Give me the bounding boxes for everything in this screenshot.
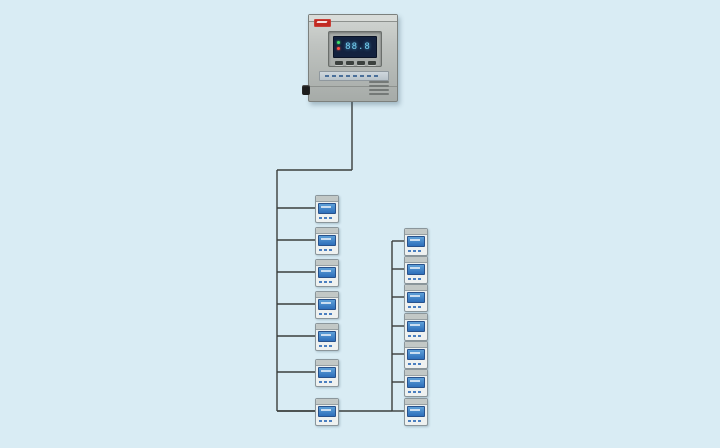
- device-screen: [407, 264, 425, 275]
- device-cap: [316, 399, 338, 405]
- device-cap: [316, 228, 338, 234]
- sensor-device: [404, 256, 428, 284]
- device-screen: [318, 367, 336, 378]
- display-bezel: 88.8: [328, 31, 382, 67]
- sensor-device: [315, 323, 339, 351]
- enclosure-seam: [309, 86, 397, 87]
- sensor-device: [315, 398, 339, 426]
- device-label: [319, 420, 334, 422]
- sensor-device: [315, 227, 339, 255]
- model-label-strip: [319, 71, 389, 81]
- device-screen: [407, 236, 425, 247]
- device-label: [319, 313, 334, 315]
- device-label: [319, 217, 334, 219]
- device-cap: [405, 314, 427, 320]
- sensor-device: [404, 284, 428, 312]
- device-cap: [405, 285, 427, 291]
- device-cap: [405, 257, 427, 263]
- panel-button: [346, 61, 354, 65]
- device-screen: [318, 203, 336, 214]
- device-label: [408, 391, 423, 393]
- device-screen: [318, 406, 336, 417]
- device-cap: [405, 229, 427, 235]
- device-label: [408, 278, 423, 280]
- vent-slots: [369, 81, 389, 95]
- device-screen: [407, 406, 425, 417]
- device-screen: [318, 331, 336, 342]
- sensor-device: [404, 341, 428, 369]
- brand-logo: [314, 19, 331, 27]
- device-label: [408, 420, 423, 422]
- device-screen: [318, 267, 336, 278]
- device-label: [319, 249, 334, 251]
- controller-top-strip: [309, 15, 397, 22]
- device-cap: [316, 360, 338, 366]
- sensor-device: [404, 228, 428, 256]
- power-led: [337, 41, 340, 44]
- device-screen: [407, 321, 425, 332]
- sensor-device: [404, 369, 428, 397]
- alarm-led: [337, 47, 340, 50]
- sensor-device: [315, 291, 339, 319]
- sensor-device: [315, 259, 339, 287]
- controller-unit: 88.8: [302, 14, 398, 102]
- device-label: [408, 306, 423, 308]
- device-screen: [407, 377, 425, 388]
- device-label: [319, 381, 334, 383]
- device-label: [408, 250, 423, 252]
- device-cap: [316, 292, 338, 298]
- lcd-screen: 88.8: [333, 36, 377, 58]
- device-cap: [316, 324, 338, 330]
- device-cap: [316, 196, 338, 202]
- device-label: [408, 335, 423, 337]
- panel-button: [357, 61, 365, 65]
- sensor-device: [315, 359, 339, 387]
- device-cap: [405, 342, 427, 348]
- device-label: [319, 281, 334, 283]
- sensor-device: [404, 313, 428, 341]
- device-screen: [318, 299, 336, 310]
- device-screen: [407, 292, 425, 303]
- device-label: [319, 345, 334, 347]
- device-label: [408, 363, 423, 365]
- sensor-device: [404, 398, 428, 426]
- device-screen: [407, 349, 425, 360]
- lcd-digits: 88.8: [345, 42, 371, 52]
- device-cap: [405, 399, 427, 405]
- device-screen: [318, 235, 336, 246]
- valve-knob: [302, 85, 310, 95]
- panel-button: [335, 61, 343, 65]
- panel-button: [368, 61, 376, 65]
- device-cap: [316, 260, 338, 266]
- device-cap: [405, 370, 427, 376]
- panel-button-row: [335, 61, 376, 65]
- sensor-device: [315, 195, 339, 223]
